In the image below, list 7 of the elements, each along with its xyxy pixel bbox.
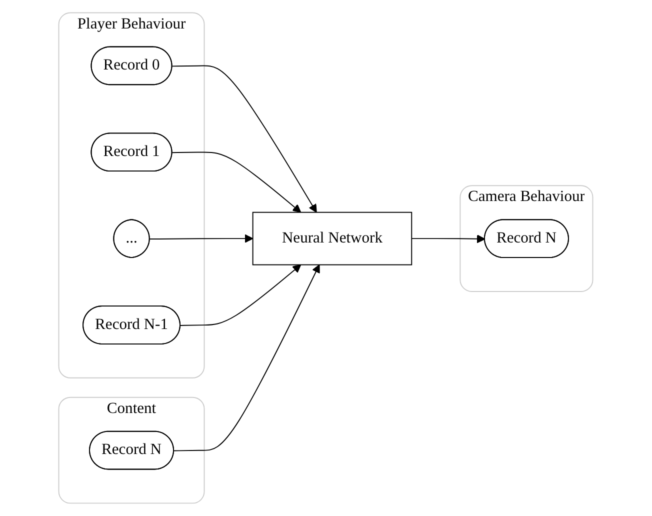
node-box: Neural Network [252, 212, 412, 266]
arrow [411, 234, 486, 244]
arrow [172, 152, 302, 213]
arrow [180, 264, 302, 326]
arrow [150, 234, 254, 243]
arrow [172, 65, 318, 213]
arrow [174, 264, 320, 452]
